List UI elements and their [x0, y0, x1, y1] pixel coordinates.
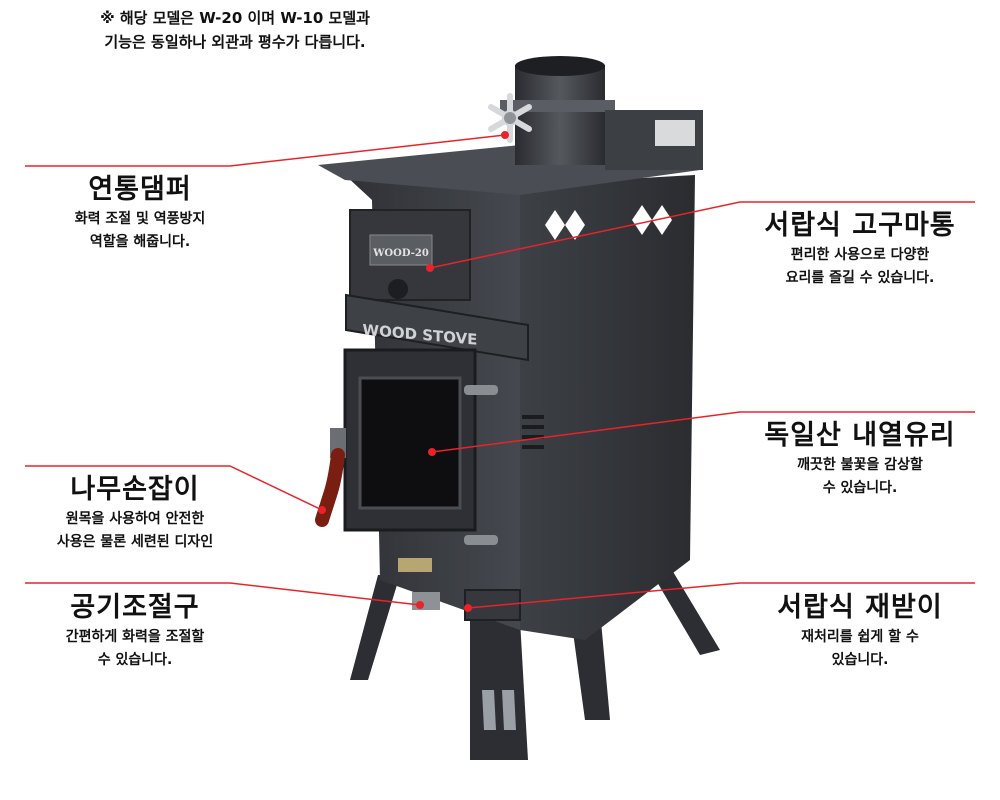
ash-drawer: [464, 589, 521, 621]
feature-ash: 서랍식 재받이 재처리를 쉽게 할 수 있습니다.: [740, 590, 980, 672]
feature-ash-desc: 재처리를 쉽게 할 수 있습니다.: [801, 629, 919, 668]
wood-stove-band: [345, 293, 529, 362]
feature-air-title: 공기조절구: [70, 592, 200, 623]
model-note-line-2: 기능은 동일하나 외관과 평수가 다릅니다.: [104, 33, 366, 51]
feature-damper-desc: 화력 조절 및 역풍방지 역할을 해줍니다.: [74, 211, 206, 250]
feature-ash-title: 서랍식 재받이: [777, 592, 943, 623]
flue-pipe: [515, 65, 605, 165]
model-note: ※ 해당 모델은 W-20 이며 W-10 모델과 기능은 동일하나 외관과 평…: [0, 6, 470, 54]
feature-drawer: 서랍식 고구마통 편리한 사용으로 다양한 요리를 즐길 수 있습니다.: [730, 208, 990, 290]
feature-damper: 연통댐퍼 화력 조절 및 역풍방지 역할을 해줍니다.: [20, 172, 260, 254]
feature-glass-title: 독일산 내열유리: [764, 420, 956, 451]
feature-glass: 독일산 내열유리 깨끗한 불꽃을 감상할 수 있습니다.: [730, 418, 990, 500]
feature-damper-title: 연통댐퍼: [88, 174, 192, 205]
wooden-handle: [315, 428, 346, 527]
heat-resistant-glass: [358, 376, 462, 510]
stove-side-panel: [520, 175, 695, 640]
feature-air: 공기조절구 간편하게 화력을 조절할 수 있습니다.: [10, 590, 260, 672]
feature-drawer-desc: 편리한 사용으로 다양한 요리를 즐길 수 있습니다.: [785, 247, 935, 286]
model-note-line-1: ※ 해당 모델은 W-20 이며 W-10 모델과: [100, 9, 370, 27]
feature-glass-desc: 깨끗한 불꽃을 감상할 수 있습니다.: [797, 457, 923, 496]
feature-air-desc: 간편하게 화력을 조절할 수 있습니다.: [65, 629, 205, 668]
feature-handle-title: 나무손잡이: [70, 474, 200, 505]
feature-handle: 나무손잡이 원목을 사용하여 안전한 사용은 물론 세련된 디자인: [0, 472, 270, 554]
door-plate-text: WOOD-20: [372, 248, 429, 259]
feature-handle-desc: 원목을 사용하여 안전한 사용은 물론 세련된 디자인: [56, 511, 214, 550]
damper-knob: [488, 93, 532, 143]
feature-drawer-title: 서랍식 고구마통: [764, 210, 956, 241]
